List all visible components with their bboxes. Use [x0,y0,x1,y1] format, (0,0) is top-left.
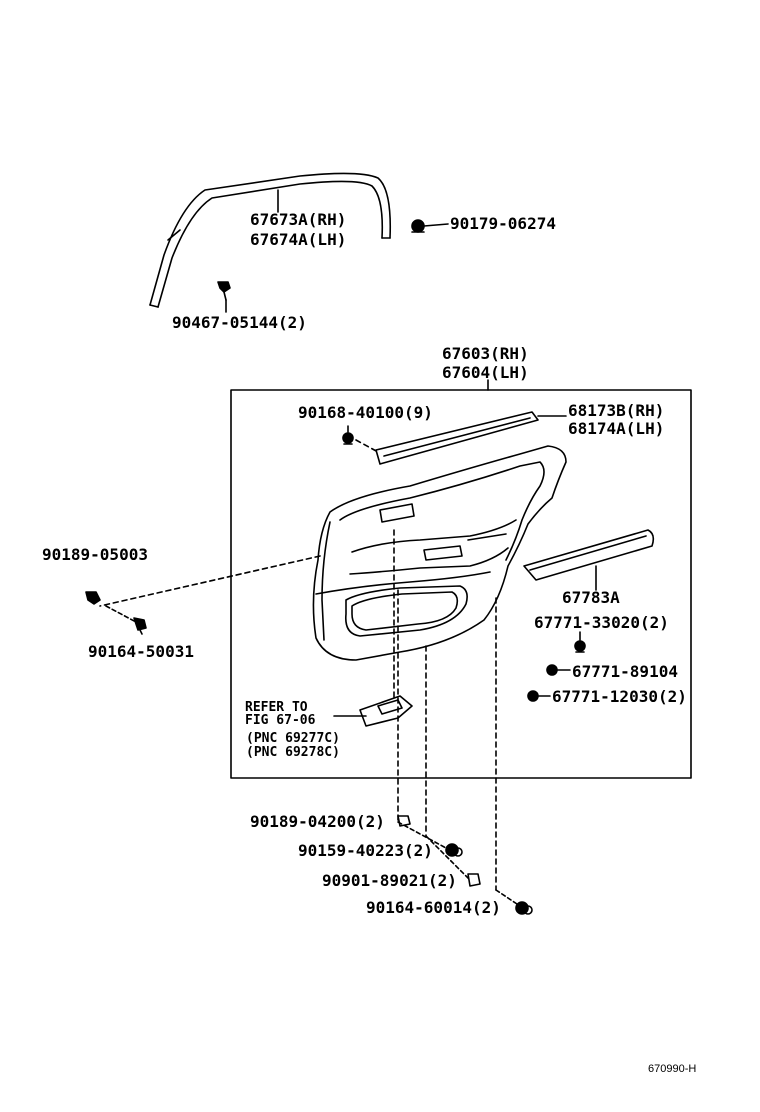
window-molding-strip [149,172,392,308]
dash-diag-3 [495,889,521,907]
label-67771-33020: 67771-33020(2) [534,613,669,632]
label-90164-60014: 90164-60014(2) [366,898,501,917]
figure-code: 670990-H [648,1063,697,1075]
dash-90164-50031 [105,605,137,623]
dash-90168 [355,439,379,453]
label-90189-05003: 90189-05003 [42,545,148,564]
clip-90168-40100-icon [342,432,354,445]
fastener-90164-60014-icon [515,901,533,915]
label-90179-06274: 90179-06274 [450,214,556,233]
label-67604: 67604(LH) [442,363,529,382]
fastener-90901-89021-icon [467,873,481,887]
door-trim-assembly-box [230,389,692,779]
label-pnc-69278c: (PNC 69278C) [246,745,340,760]
label-fig-67-06: FIG 67-06 [245,713,316,728]
label-67603: 67603(RH) [442,344,529,363]
label-90164-50031: 90164-50031 [88,642,194,661]
power-window-switch-base [359,695,413,727]
screw-90164-50031-icon [133,617,147,635]
clip-67771-33020-icon [574,640,586,653]
clip-67771-89104-icon [546,664,558,676]
dash-diag-1 [397,821,447,849]
label-90901-89021: 90901-89021(2) [322,871,457,890]
dash-diag-2 [425,835,471,881]
label-67771-12030: 67771-12030(2) [552,687,687,706]
label-pnc-69277c: (PNC 69277C) [246,731,340,746]
label-68174A: 68174A(LH) [568,419,665,438]
fastener-90159-40223-icon [445,843,463,857]
label-67771-89104: 67771-89104 [572,662,678,681]
garnish-67783A [523,529,655,581]
screw-90467-05144-icon [217,281,231,301]
label-90467-05144: 90467-05144(2) [172,313,307,332]
label-90168-40100: 90168-40100(9) [298,403,433,422]
dash-90189-05003 [99,555,321,607]
clip-90179-06274-icon [411,219,425,233]
label-68173B: 68173B(RH) [568,401,665,420]
fastener-90189-04200-icon [397,815,411,827]
label-67783A: 67783A [562,588,620,607]
label-refer-to: REFER TO [245,700,308,715]
door-trim-panel [312,445,567,661]
clip-90189-05003-icon [85,591,101,605]
leader-90179 [423,223,449,227]
upper-trim-rail [375,411,539,465]
label-67674A: 67674A(LH) [250,230,347,249]
label-90189-04200: 90189-04200(2) [250,812,385,831]
label-90159-40223: 90159-40223(2) [298,841,433,860]
label-67673A: 67673A(RH) [250,210,347,229]
clip-67771-12030-icon [527,690,539,702]
